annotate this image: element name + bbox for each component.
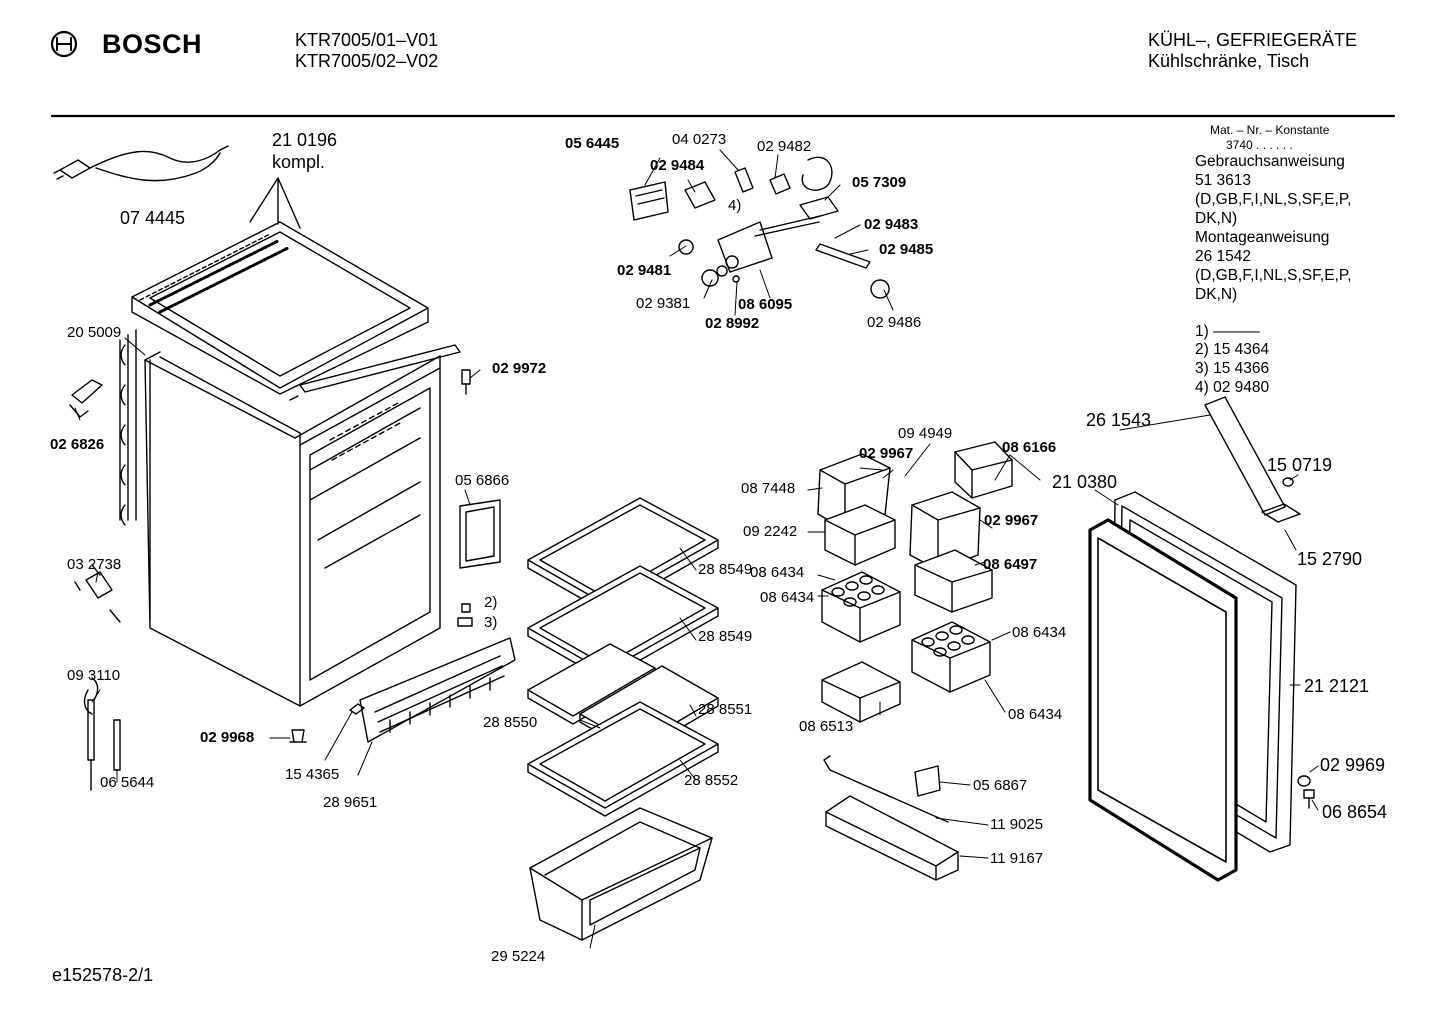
part-label: 07 4445 — [120, 208, 186, 228]
crisper-drawer-drawing — [529, 807, 713, 941]
part-label: 02 9967 — [984, 512, 1039, 529]
part-label: 20 5009 — [67, 324, 122, 341]
footnote-marker: 2) — [484, 594, 498, 611]
part-label: 06 5644 — [100, 774, 155, 791]
category-title: KÜHL–, GEFRIEGERÄTE — [1148, 30, 1358, 50]
left-small-parts-drawing — [69, 379, 307, 791]
thermostat-assembly-drawing — [629, 156, 890, 299]
part-label: 02 6826 — [50, 436, 105, 453]
part-label: 02 9968 — [200, 729, 255, 746]
part-label: 26 1543 — [1086, 410, 1152, 430]
part-label: 28 8549 — [698, 561, 753, 578]
power-cord-drawing — [53, 145, 229, 182]
part-label: 09 4949 — [898, 425, 953, 442]
door-boxes-drawing — [817, 441, 1013, 723]
part-label: 03 2738 — [67, 556, 122, 573]
part-label: 09 2242 — [743, 523, 798, 540]
mat-nr-value: 3740 . . . . . . — [1226, 138, 1293, 152]
part-label: 21 0380 — [1052, 472, 1118, 492]
cover-plate-drawing — [459, 499, 501, 569]
part-label: 02 9483 — [864, 216, 919, 233]
model-line-2: KTR7005/02–V02 — [295, 51, 439, 71]
part-label: 28 8549 — [698, 628, 753, 645]
part-label: 05 7309 — [852, 174, 907, 191]
sidebar-line: 51 3613 — [1195, 172, 1252, 189]
part-label: 11 9025 — [990, 816, 1044, 833]
part-label: 08 6434 — [760, 589, 815, 606]
part-label: 28 9651 — [323, 794, 378, 811]
part-label: 02 9484 — [650, 157, 705, 174]
part-label: 05 6866 — [455, 472, 510, 489]
footnote: 2) 15 4364 — [1195, 341, 1270, 358]
part-label: 02 9486 — [867, 314, 922, 331]
part-label: 02 9481 — [617, 262, 672, 279]
sidebar-line: Montageanweisung — [1195, 229, 1330, 246]
sidebar-line: (D,GB,F,I,NL,S,SF,E,P, — [1195, 267, 1352, 284]
sidebar-line: DK,N) — [1195, 210, 1238, 227]
brand-logo: BOSCH — [102, 29, 203, 59]
footnote: 4) 02 9480 — [1195, 379, 1270, 396]
part-label: 04 0273 — [672, 131, 727, 148]
part-label: 02 9482 — [757, 138, 812, 155]
part-label: 02 9381 — [636, 295, 691, 312]
bottle-shelf-drawing — [823, 755, 959, 881]
part-label: 08 6434 — [1008, 706, 1063, 723]
door-drawing — [1088, 396, 1315, 882]
part-label: 02 9485 — [879, 241, 934, 258]
part-label: 15 4365 — [285, 766, 340, 783]
kickplate-drawing — [349, 637, 516, 743]
glass-shelves-drawing — [527, 497, 719, 817]
part-label: 02 8992 — [705, 315, 760, 332]
part-label: 06 8654 — [1322, 802, 1388, 822]
sidebar-line: 26 1542 — [1195, 248, 1252, 265]
part-label: 15 0719 — [1267, 455, 1333, 475]
part-label: 02 9969 — [1320, 755, 1386, 775]
drawing-code: e152578-2/1 — [52, 965, 154, 985]
category-subtitle: Kühlschränke, Tisch — [1148, 51, 1310, 71]
part-label: 05 6867 — [973, 777, 1028, 794]
part-label: 28 8550 — [483, 714, 538, 731]
part-label: 08 6497 — [983, 556, 1038, 573]
sidebar-line: DK,N) — [1195, 286, 1238, 303]
part-label: 15 2790 — [1297, 549, 1363, 569]
footnote-marker: 4) — [728, 197, 742, 214]
part-label: 08 6513 — [799, 718, 854, 735]
part-label: 28 8551 — [698, 701, 753, 718]
footnote: 1) ——— — [1195, 323, 1260, 340]
sidebar-line: (D,GB,F,I,NL,S,SF,E,P, — [1195, 191, 1352, 208]
part-label: 28 8552 — [684, 772, 739, 789]
screws-drawing — [457, 369, 473, 627]
footnote: 3) 15 4366 — [1195, 360, 1270, 377]
part-label: 21 0196 — [272, 130, 338, 150]
cabinet-drawing — [119, 329, 461, 707]
model-line-1: KTR7005/01–V01 — [295, 30, 439, 50]
sidebar-line: Gebrauchsanweisung — [1195, 153, 1345, 170]
part-label: 09 3110 — [67, 667, 121, 684]
part-label: 08 6166 — [1002, 439, 1057, 456]
part-label: 21 2121 — [1304, 676, 1370, 696]
part-label: 29 5224 — [491, 948, 546, 965]
footnote-marker: 3) — [484, 614, 498, 631]
part-label: 05 6445 — [565, 135, 620, 152]
part-label: kompl. — [272, 152, 326, 172]
part-label: 08 6434 — [750, 564, 805, 581]
mat-nr-heading: Mat. – Nr. – Konstante — [1210, 123, 1330, 137]
part-label: 08 6095 — [738, 296, 793, 313]
part-label: 08 7448 — [741, 480, 796, 497]
top-plate-drawing — [131, 177, 429, 395]
leader-lines — [74, 149, 1319, 949]
part-label: 08 6434 — [1012, 624, 1067, 641]
part-label: 02 9972 — [492, 360, 547, 377]
bosch-emblem-icon — [50, 30, 78, 58]
part-label: 11 9167 — [990, 850, 1044, 867]
part-label: 02 9967 — [859, 445, 914, 462]
